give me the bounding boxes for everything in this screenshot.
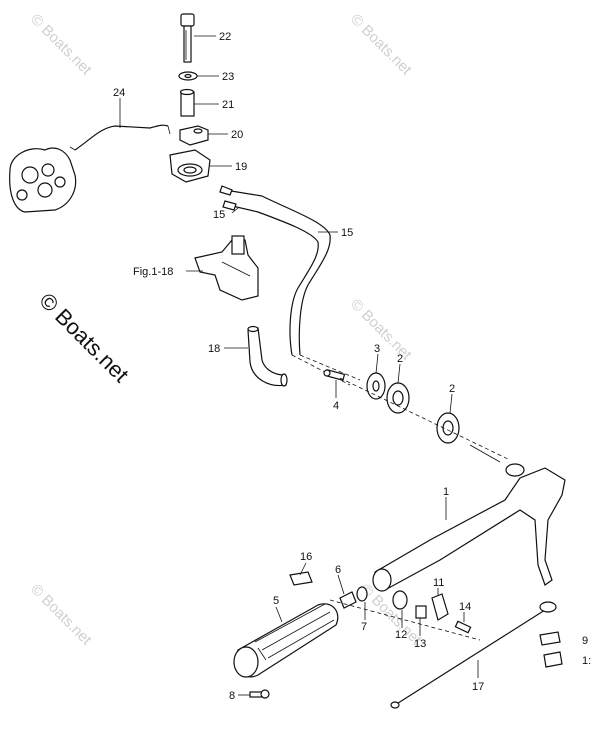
- callout-labels: 22 23 21 20 19 24 15 15 Fig.1-18 18 3 2 …: [113, 31, 591, 702]
- callout-6: 6: [335, 564, 341, 576]
- callout-19: 19: [235, 161, 247, 173]
- watermark-top-right: © Boats.net: [347, 11, 415, 79]
- callout-14: 14: [459, 601, 471, 613]
- part-18-hose: [247, 325, 288, 387]
- watermark-mid-right: © Boats.net: [347, 296, 415, 364]
- part-7-washer: [356, 586, 368, 602]
- callout-13: 13: [414, 638, 426, 650]
- part-2-gear-a: [386, 382, 410, 414]
- part-12-knob: [392, 590, 408, 610]
- callout-23: 23: [222, 71, 234, 83]
- part-1-tiller-arm: [372, 444, 566, 592]
- watermark-main: © Boats.net: [34, 288, 133, 387]
- part-22-bolt: [180, 13, 195, 63]
- engine-outline: [9, 147, 77, 213]
- callout-10-partial: 1:: [582, 655, 591, 667]
- part-15-cables: [219, 185, 361, 386]
- callout-22: 22: [219, 31, 231, 43]
- axis-line-upper: [339, 377, 511, 461]
- callout-16: 16: [300, 551, 312, 563]
- callout-1: 1: [443, 486, 449, 498]
- part-21-sleeve: [179, 88, 195, 117]
- part-17-rod: [390, 601, 557, 709]
- fig-1-18-bracket: [194, 235, 259, 301]
- callout-17: 17: [472, 681, 484, 693]
- callout-3: 3: [374, 343, 380, 355]
- callout-11: 11: [433, 577, 444, 589]
- callout-15-right: 15: [341, 227, 353, 239]
- leader-lines: [119, 35, 479, 696]
- callout-24: 24: [113, 87, 125, 99]
- callout-2-a: 2: [397, 353, 403, 365]
- part-16-decal: [289, 571, 313, 586]
- part-2-gear-b: [436, 412, 460, 444]
- callout-21: 21: [222, 99, 234, 111]
- watermark-top-left: © Boats.net: [27, 11, 95, 79]
- axis-line-lower: [329, 599, 481, 641]
- callout-7: 7: [361, 621, 367, 633]
- callout-5: 5: [273, 595, 279, 607]
- part-13-spring: [415, 605, 427, 619]
- callout-20: 20: [231, 129, 243, 141]
- callout-9: 9: [582, 635, 588, 647]
- part-14-screw: [454, 620, 472, 634]
- part-8-screw: [249, 689, 270, 699]
- callout-2-b: 2: [449, 383, 455, 395]
- watermark-bottom-left: © Boats.net: [27, 581, 95, 649]
- part-19-bracket: [169, 149, 211, 183]
- part-20-block: [179, 125, 209, 146]
- part-6-bushing: [339, 591, 357, 609]
- callout-18: 18: [208, 343, 220, 355]
- part-5-grip: [233, 603, 339, 678]
- part-24-wire: [69, 124, 171, 151]
- fig-reference-label: Fig.1-18: [133, 266, 173, 278]
- callout-15-left: 15: [213, 209, 225, 221]
- part-11-block: [431, 593, 449, 621]
- callout-12: 12: [395, 629, 407, 641]
- part-4-screw: [323, 369, 346, 381]
- callout-4: 4: [333, 400, 339, 412]
- part-23-washer: [178, 71, 198, 81]
- callout-8: 8: [229, 690, 235, 702]
- part-3-disc: [366, 372, 386, 400]
- part-9-partial: [539, 631, 563, 668]
